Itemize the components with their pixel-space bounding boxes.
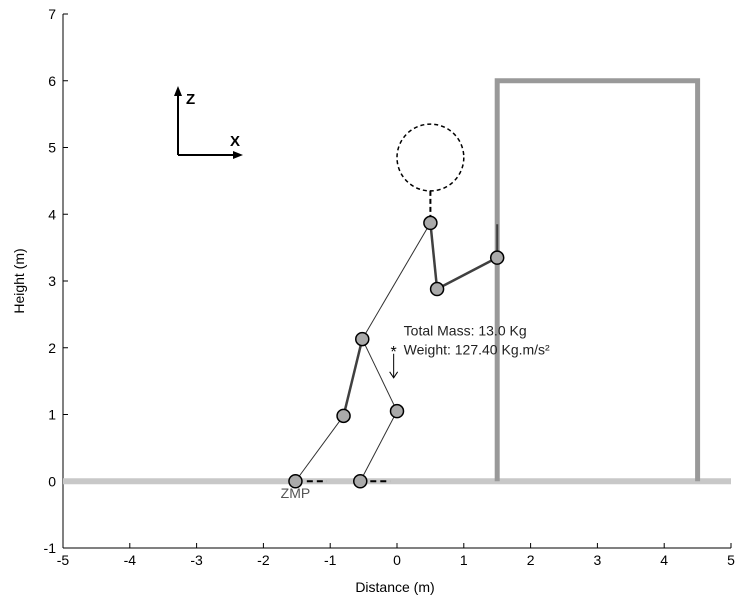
x-tick-label: -3: [190, 552, 203, 568]
x-tick-label: 1: [460, 552, 468, 568]
y-tick-label: 4: [48, 206, 56, 222]
limb-segment-elbow-hand: [436, 256, 498, 291]
y-tick-label: 2: [48, 340, 56, 356]
limb-segment-hip-knee-front: [361, 338, 398, 412]
x-tick-label: -4: [124, 552, 137, 568]
y-tick-label: -1: [44, 540, 57, 556]
limb-segment-hip-knee-back: [342, 338, 364, 417]
joint-knee-front: [389, 403, 405, 419]
center-of-mass-icon: *: [391, 344, 397, 361]
wall-outline: [494, 78, 701, 482]
y-tick-label: 5: [48, 140, 56, 156]
x-direction-label: X: [230, 133, 240, 150]
y-tick-label: 3: [48, 273, 56, 289]
y-axis-label: Height (m): [11, 248, 27, 313]
axes: -5 -4 -3 -2 -1 0 1 2 3 4 5 -1 0 1 2 3 4 5 6 7: [44, 6, 735, 568]
y-ticks: -1 0 1 2 3 4 5 6 7: [44, 6, 68, 556]
scene: * Total Mass: 13.0 Kg Weight: 127.40 Kg.m/…: [63, 78, 731, 501]
y-tick-label: 0: [48, 473, 56, 489]
joint-hand: [489, 250, 505, 265]
mass-annotation: Weight: 127.40 Kg.m/s²: [404, 341, 550, 357]
limb-segment-shoulder-elbow: [429, 222, 439, 290]
x-tick-label: 2: [527, 552, 535, 568]
joint-hip: [355, 331, 370, 347]
joint-knee-back: [336, 408, 351, 424]
weight-arrow-head-icon: [389, 371, 399, 379]
x-tick-label: 0: [393, 552, 401, 568]
axes-orientation-indicator: Z X: [174, 86, 243, 159]
zmp-label: ZMP: [281, 485, 311, 501]
y-tick-label: 7: [48, 6, 56, 22]
x-tick-label: 5: [727, 552, 735, 568]
joint-ankle-back: [288, 474, 303, 489]
joint-ankle-front: [353, 474, 368, 489]
x-arrow-head-icon: [233, 151, 243, 159]
x-ticks: -5 -4 -3 -2 -1 0 1 2 3 4 5: [57, 543, 735, 568]
x-tick-label: 3: [594, 552, 602, 568]
y-tick-label: 6: [48, 73, 56, 89]
x-tick-label: -2: [257, 552, 270, 568]
x-tick-label: -1: [324, 552, 337, 568]
x-tick-label: -5: [57, 552, 70, 568]
y-tick-label: 1: [48, 407, 56, 423]
z-arrow-head-icon: [174, 86, 182, 96]
limb-segment-knee-back-ankle-back: [295, 415, 344, 482]
x-axis-label: Distance (m): [355, 579, 434, 595]
x-tick-label: 4: [660, 552, 668, 568]
limb-segment-shoulder-hip: [361, 222, 431, 340]
joint-shoulder: [423, 215, 438, 231]
z-direction-label: Z: [186, 91, 195, 108]
joint-elbow: [429, 281, 445, 297]
mass-annotation: Total Mass: 13.0 Kg: [404, 323, 527, 339]
limb-segment-knee-front-ankle-front: [359, 410, 398, 482]
